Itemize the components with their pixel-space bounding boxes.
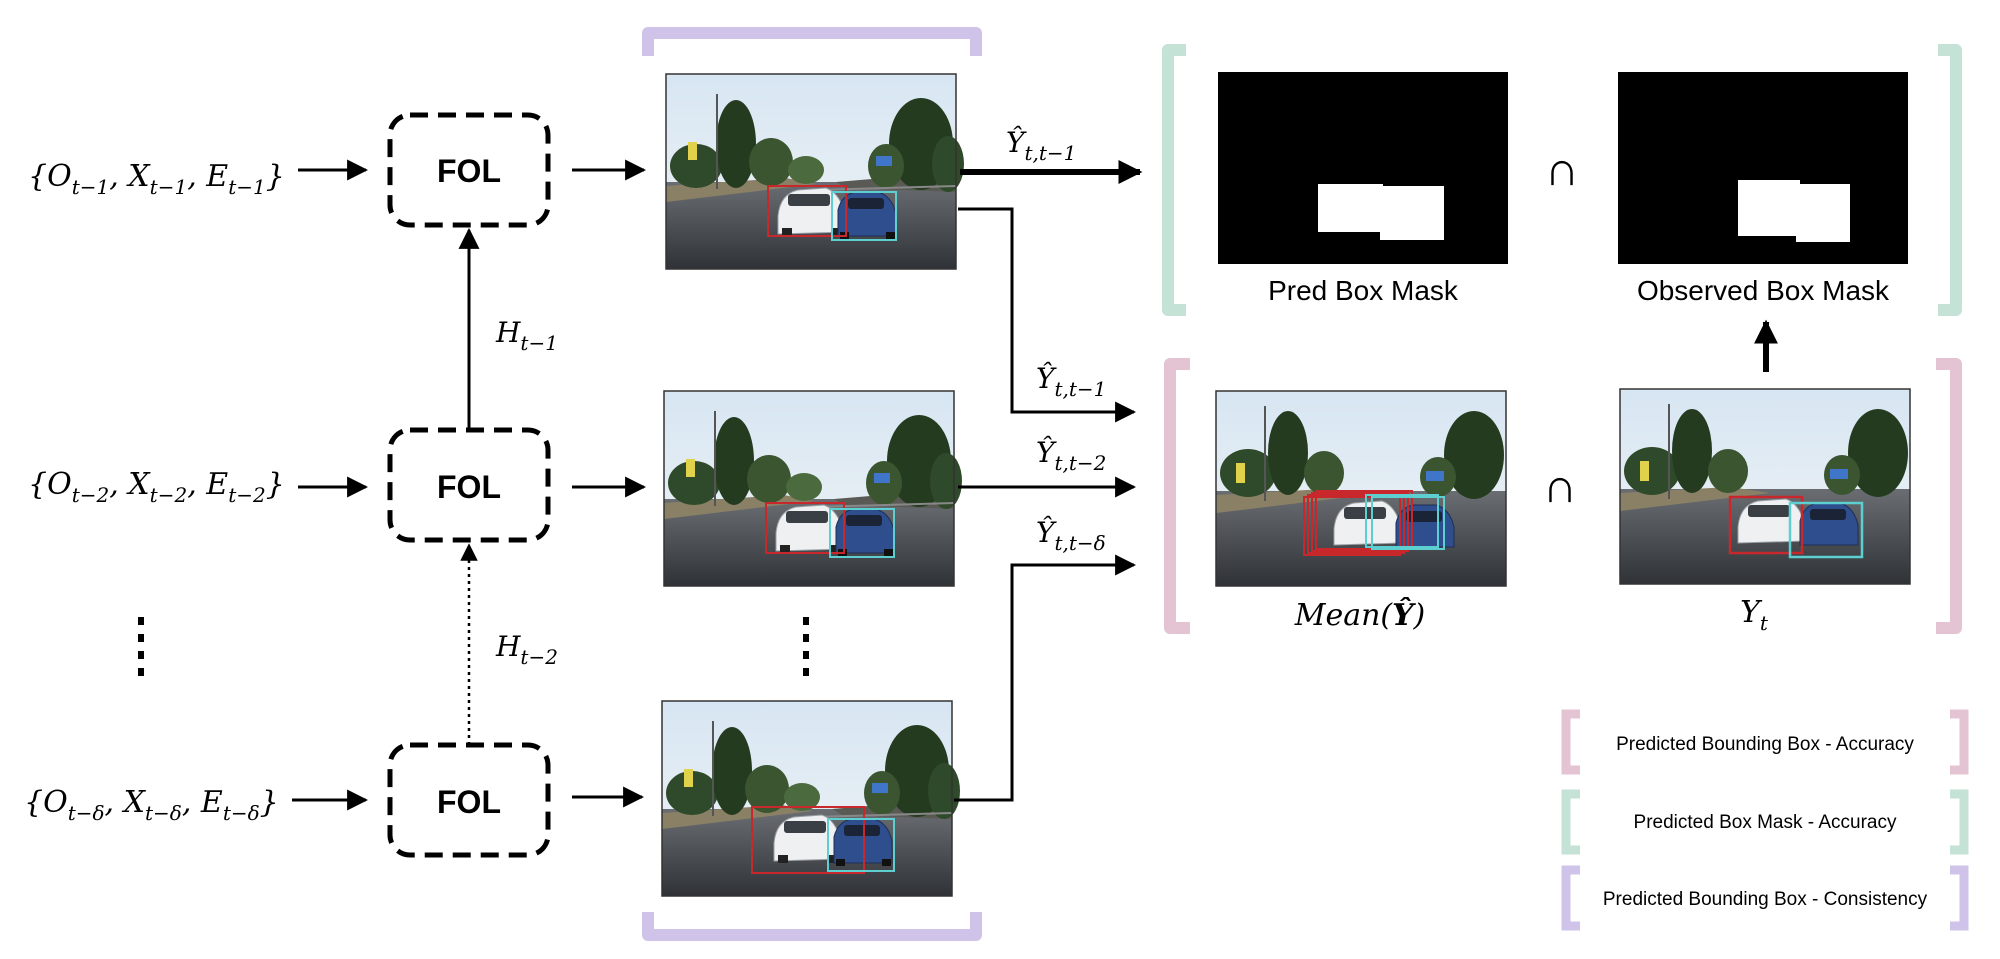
- fol-box-1: FOL: [387, 112, 551, 228]
- consistency-bracket-top: [642, 27, 982, 56]
- arrow-pred-delta: [954, 554, 1137, 802]
- ellipsis-dots-left: [138, 617, 144, 676]
- pred-box-1: [767, 185, 847, 237]
- pred-box-mask: [1218, 72, 1508, 264]
- accuracy-bracket-left: [1164, 358, 1190, 634]
- input-row-1: {Ot−1, Xt−1, Et−1}: [28, 159, 285, 199]
- yt-label: Yt: [1740, 595, 1769, 635]
- pred-box-delta: [751, 806, 865, 874]
- legend-label-accuracy: Predicted Bounding Box - Accuracy: [1616, 734, 1914, 755]
- svg-text:FOL: FOL: [437, 784, 501, 820]
- hidden-label-h2: Ht−2: [495, 630, 558, 669]
- hidden-label-h1: Ht−1: [495, 316, 558, 355]
- fol-box-delta: FOL: [387, 742, 551, 858]
- legend: Predicted Bounding Box - Accuracy Predic…: [1561, 709, 1969, 931]
- intersection-top: ∩: [1545, 143, 1580, 196]
- pred-label-top: Ŷt,t−1: [1006, 126, 1076, 165]
- mean-label: Mean(Ŷ): [1294, 597, 1426, 633]
- obs-box-1: [831, 191, 897, 241]
- pred-label-mid2: Ŷt,t−2: [1036, 436, 1106, 475]
- mask-bracket-left: [1162, 44, 1186, 316]
- legend-item-accuracy: Predicted Bounding Box - Accuracy: [1561, 709, 1969, 775]
- observed-yt-image: [1619, 388, 1911, 585]
- input-row-2: {Ot−2, Xt−2, Et−2}: [28, 467, 285, 507]
- fol-box-2: FOL: [387, 427, 551, 543]
- legend-label-mask-accuracy: Predicted Box Mask - Accuracy: [1634, 812, 1897, 833]
- obs-box-2: [829, 508, 895, 558]
- observed-box-mask-label: Observed Box Mask: [1637, 275, 1890, 306]
- pred-box-mask-label: Pred Box Mask: [1268, 275, 1459, 306]
- svg-text:FOL: FOL: [437, 153, 501, 189]
- pred-label-mid1: Ŷt,t−1: [1036, 362, 1106, 401]
- obs-box-delta: [827, 818, 895, 872]
- input-row-delta: {Ot−δ, Xt−δ, Et−δ}: [24, 785, 279, 825]
- frame-image-2: [663, 390, 963, 587]
- consistency-bracket-bottom: [642, 912, 982, 941]
- mean-prediction-image: [1215, 390, 1507, 587]
- arrow-pred-mid1: [958, 207, 1137, 423]
- legend-item-mask-accuracy: Predicted Box Mask - Accuracy: [1561, 789, 1969, 855]
- frame-image-delta: [661, 700, 961, 897]
- frame-image-1: [665, 73, 965, 270]
- legend-label-consistency: Predicted Bounding Box - Consistency: [1603, 889, 1928, 910]
- svg-text:FOL: FOL: [437, 469, 501, 505]
- pred-label-delta: Ŷt,t−δ: [1036, 516, 1106, 555]
- pred-box-2: [765, 502, 845, 554]
- ellipsis-dots-middle: [803, 617, 809, 676]
- observed-box-mask: [1618, 72, 1908, 264]
- intersection-bottom: ∩: [1543, 460, 1578, 513]
- accuracy-bracket-right: [1936, 358, 1962, 634]
- legend-item-consistency: Predicted Bounding Box - Consistency: [1561, 865, 1969, 931]
- mask-bracket-right: [1938, 44, 1962, 316]
